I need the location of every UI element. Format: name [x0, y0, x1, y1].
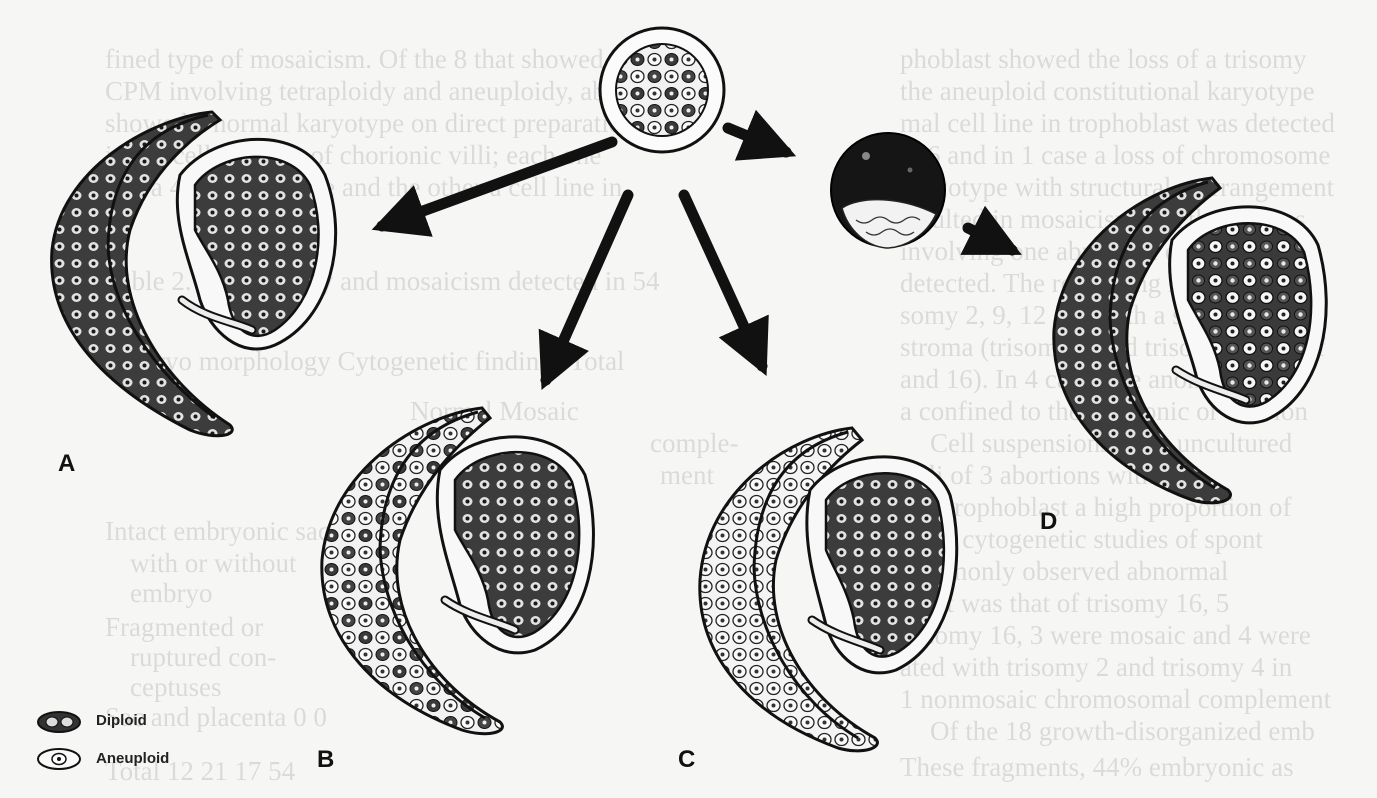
- arrow-to-c: [684, 195, 762, 366]
- panel-label-c: C: [678, 746, 695, 774]
- svg-text:Fragmented or: Fragmented or: [105, 612, 263, 642]
- panel-label-a: A: [58, 450, 75, 478]
- svg-text:These fragments, 44% embryonic: These fragments, 44% embryonic as: [900, 752, 1294, 782]
- svg-text:fined type of mosaicism. Of th: fined type of mosaicism. Of the 8 that s…: [105, 44, 675, 74]
- legend-diploid-symbol: [38, 712, 80, 732]
- svg-text:comple-: comple-: [650, 428, 738, 458]
- svg-text:karyotype with structural rear: karyotype with structural rearrangement: [900, 172, 1335, 202]
- panel-label-b: B: [317, 746, 334, 774]
- zygote: [600, 28, 724, 152]
- svg-text:with or without: with or without: [130, 548, 297, 578]
- legend-diploid-label: Diploid: [96, 712, 147, 729]
- dark-sphere: [831, 133, 945, 248]
- legend-aneuploid-label: Aneuploid: [96, 750, 169, 767]
- svg-text:cytotrophoblast a high proport: cytotrophoblast a high proportion of: [900, 492, 1291, 522]
- panel-label-d: D: [1040, 508, 1057, 536]
- svg-text:ated with trisomy 2 and trisom: ated with trisomy 2 and trisomy 4 in: [900, 652, 1293, 682]
- svg-text:ruptured con-: ruptured con-: [130, 642, 276, 672]
- svg-text:Intact embryonic sac: Intact embryonic sac: [105, 516, 330, 546]
- conceptus-b: [322, 408, 594, 734]
- svg-text:trisomy 16, 3 were mosaic and: trisomy 16, 3 were mosaic and 4 were: [900, 620, 1311, 650]
- svg-text:mal cell line in trophoblast w: mal cell line in trophoblast was detecte…: [900, 108, 1335, 138]
- conceptus-a: [52, 112, 336, 436]
- svg-text:the aneuploid constitutional k: the aneuploid constitutional karyotype: [900, 76, 1315, 106]
- svg-text:ment: ment: [660, 460, 714, 490]
- svg-text:embryo: embryo: [130, 578, 212, 608]
- arrow-to-sphere: [728, 128, 786, 152]
- svg-text:CPM involving tetraploidy and: CPM involving tetraploidy and aneuploidy…: [105, 76, 681, 106]
- svg-text:ceptuses: ceptuses: [130, 672, 221, 702]
- svg-text:Of the 18 growth-disorganized: Of the 18 growth-disorganized emb: [930, 716, 1315, 746]
- svg-text:Table 2. Morphology and mosaic: Table 2. Morphology and mosaicism detect…: [105, 266, 660, 296]
- svg-text:, 16 and in 1 case a loss of c: , 16 and in 1 case a loss of chromosome: [900, 140, 1330, 170]
- svg-text:phoblast showed the loss of a: phoblast showed the loss of a trisomy: [900, 44, 1307, 74]
- legend-aneuploid-symbol: [38, 749, 80, 769]
- svg-text:1 nonmosaic chromosomal comple: 1 nonmosaic chromosomal complement: [900, 684, 1332, 714]
